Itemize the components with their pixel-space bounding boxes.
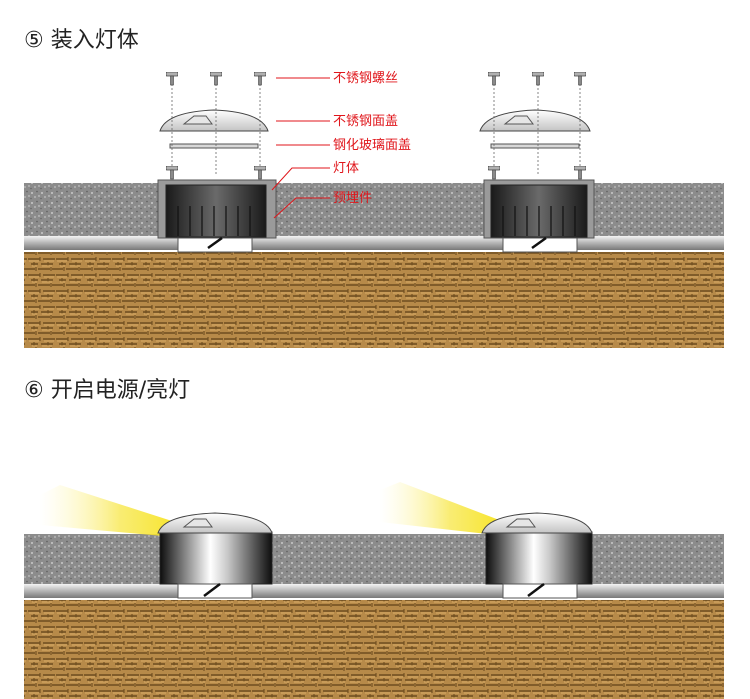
light-beam-right bbox=[380, 482, 520, 536]
lamp-body bbox=[159, 531, 273, 585]
screw-icon bbox=[574, 166, 586, 180]
step-6-title: ⑥ 开启电源/亮灯 bbox=[24, 378, 191, 403]
step-6-section bbox=[24, 482, 724, 699]
callout-embedded-part: 预埋件 bbox=[333, 191, 372, 206]
lamp-exploded-left bbox=[157, 72, 277, 253]
screw-icon bbox=[166, 72, 178, 86]
screw-icon bbox=[488, 72, 500, 86]
embedded-pipe bbox=[24, 236, 724, 250]
screw-icon bbox=[210, 72, 222, 86]
lamp-lit-right bbox=[481, 512, 593, 599]
lamp-exploded-right bbox=[479, 72, 595, 253]
glass-cover bbox=[169, 143, 259, 149]
soil-layer bbox=[24, 600, 724, 699]
lamp-body bbox=[165, 184, 267, 238]
screw-icon bbox=[254, 72, 266, 86]
concrete-layer bbox=[24, 534, 724, 584]
screw-icon bbox=[532, 72, 544, 86]
screw-icon bbox=[166, 166, 178, 180]
steel-cover bbox=[157, 512, 273, 534]
callout-stainless-screw: 不锈钢螺丝 bbox=[333, 71, 398, 86]
callout-lamp-body: 灯体 bbox=[333, 161, 359, 176]
step-5-title: ⑤ 装入灯体 bbox=[24, 28, 139, 53]
step-5-section: 不锈钢螺丝 不锈钢面盖 钢化玻璃面盖 灯体 预埋件 bbox=[24, 71, 724, 348]
callout-stainless-cover: 不锈钢面盖 bbox=[333, 114, 398, 129]
callout-lines bbox=[271, 77, 330, 219]
light-beam-left bbox=[40, 485, 200, 538]
lamp-lit-left bbox=[157, 512, 273, 599]
soil-layer bbox=[24, 252, 724, 348]
screw-icon bbox=[488, 166, 500, 180]
embedded-pipe bbox=[24, 584, 724, 598]
steel-cover bbox=[159, 109, 269, 132]
callout-glass-cover: 钢化玻璃面盖 bbox=[333, 138, 411, 153]
concrete-layer bbox=[24, 183, 724, 236]
screw-icon bbox=[574, 72, 586, 86]
screw-icon bbox=[254, 166, 266, 180]
